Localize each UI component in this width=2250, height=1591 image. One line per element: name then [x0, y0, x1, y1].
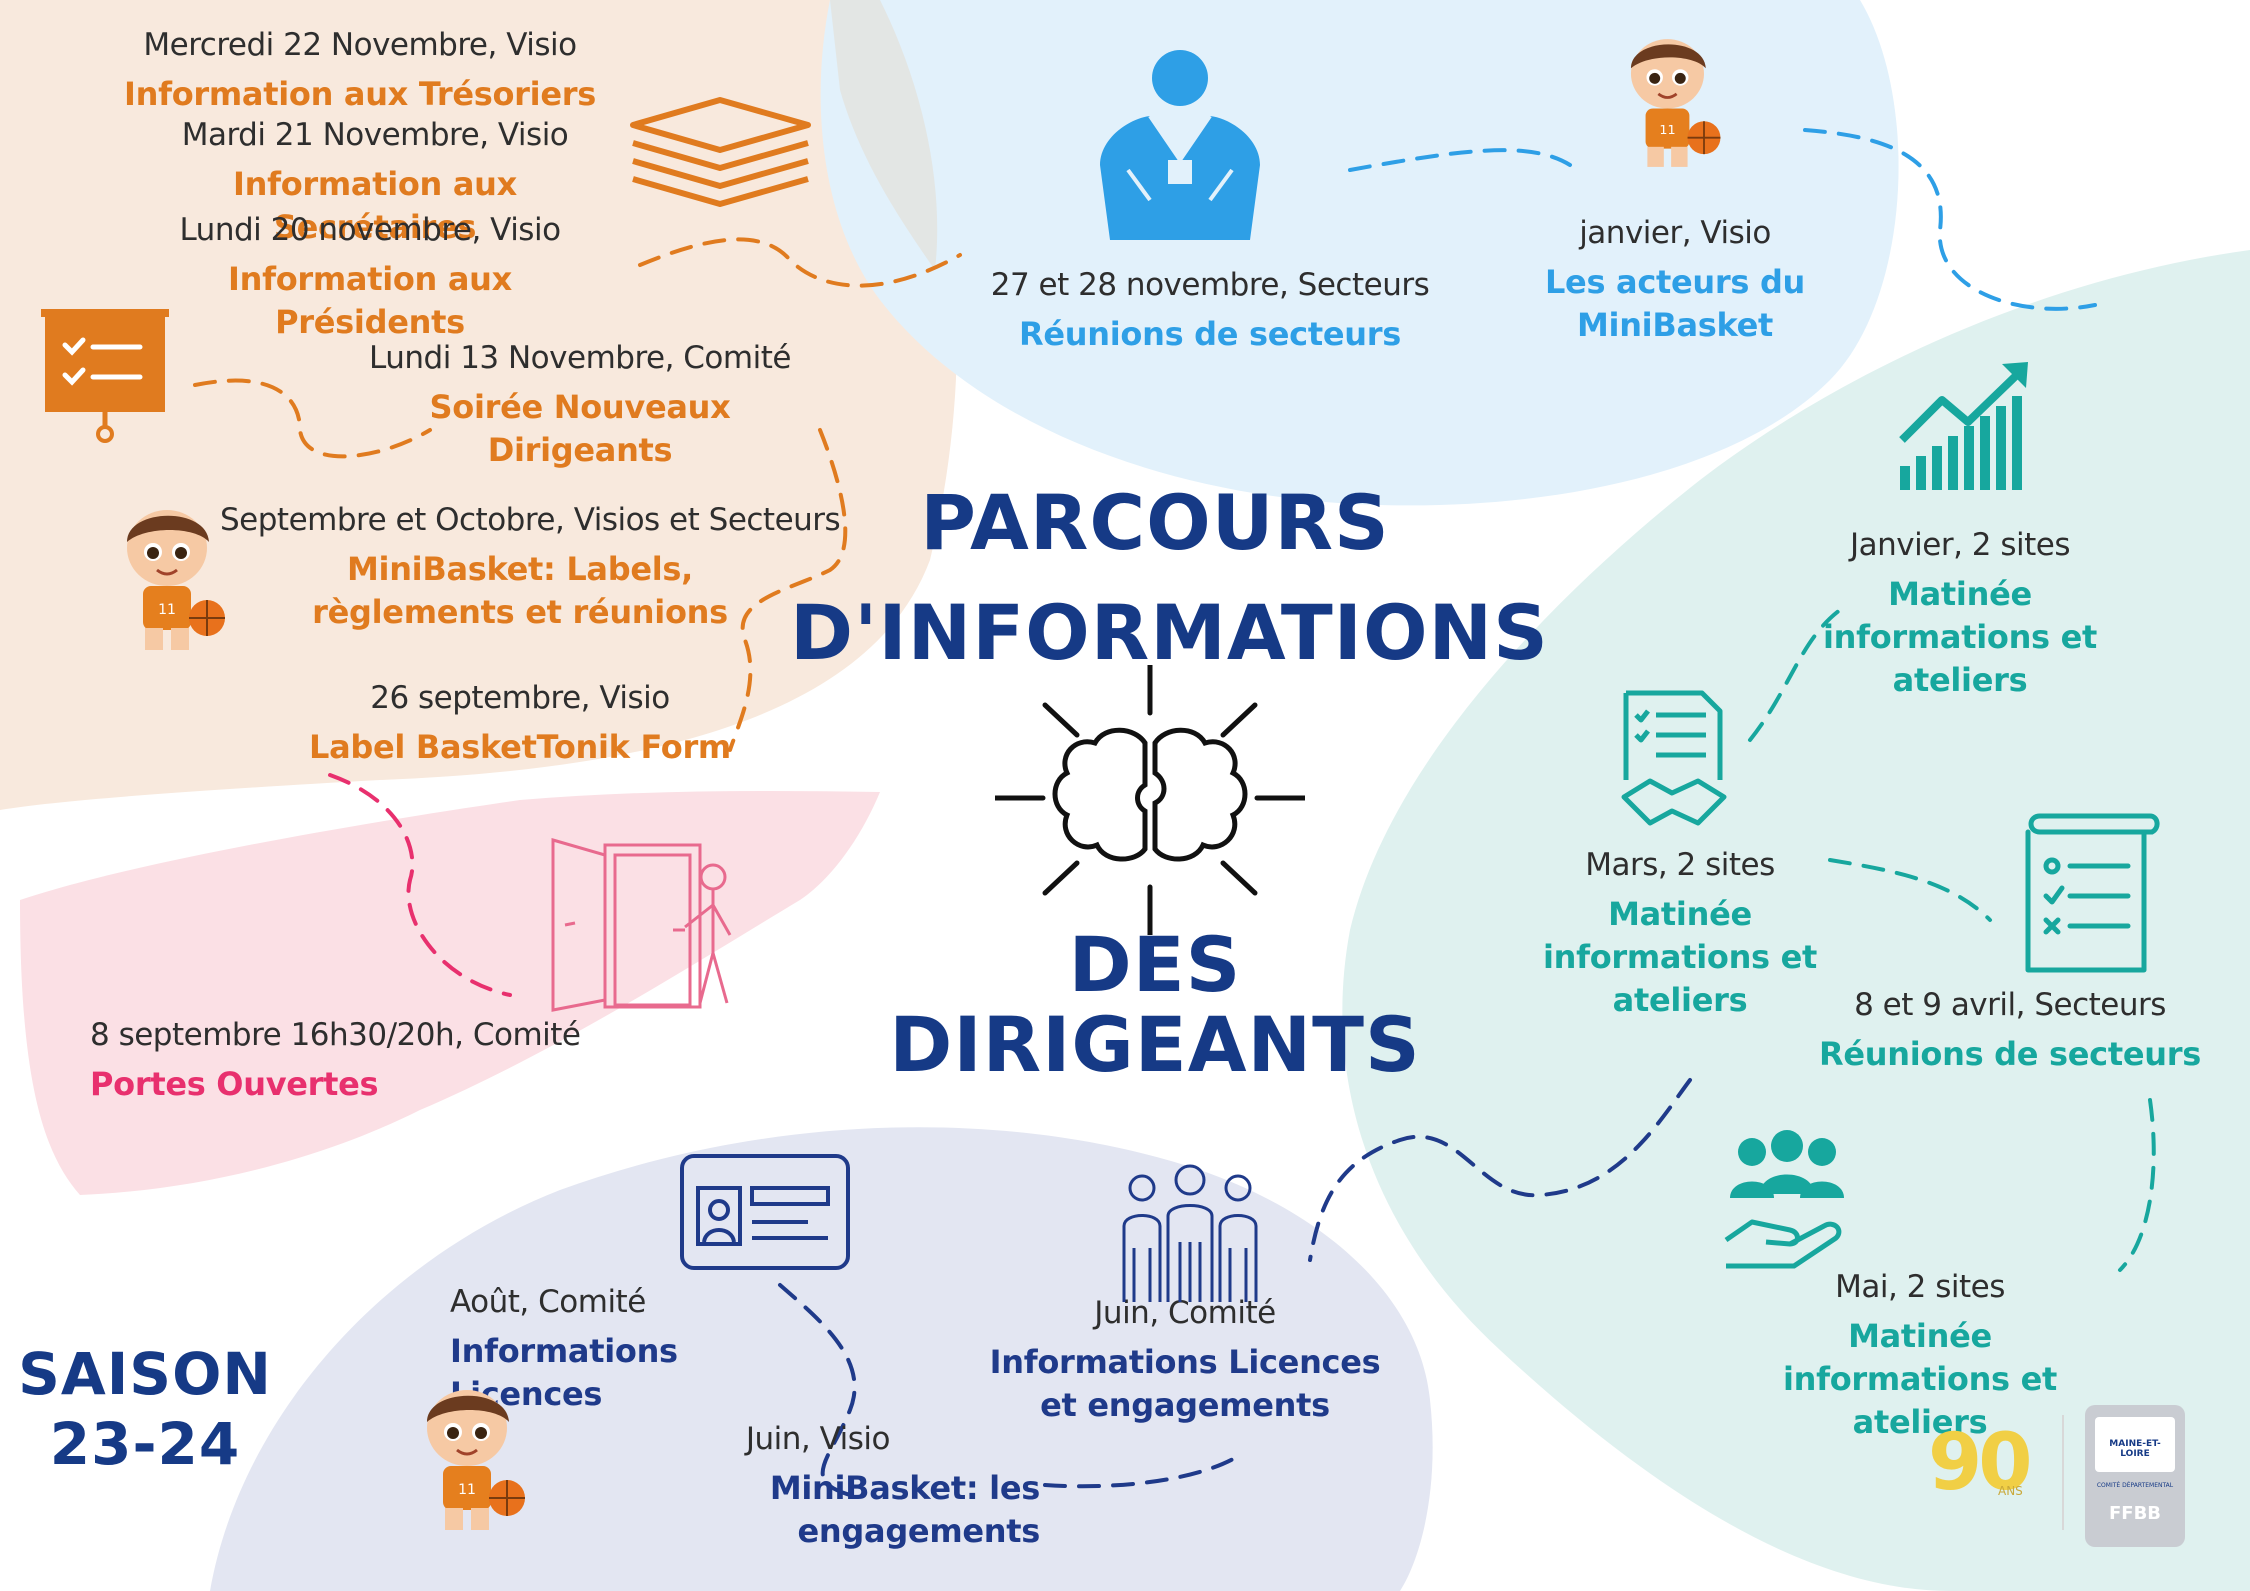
event-title: Matinée informations et ateliers — [1542, 895, 1818, 1020]
contract-handshake-icon — [1621, 690, 1727, 826]
mascot-icon: 11 — [1630, 39, 1721, 167]
path-orange-3 — [728, 428, 848, 752]
event-title: Information aux Trésoriers — [124, 75, 596, 113]
svg-text:11: 11 — [458, 1482, 476, 1498]
main-title-line4: DIRIGEANTS — [889, 1000, 1421, 1089]
anniversary-label: ANS — [1998, 1484, 2023, 1498]
event-reunions-avril: 8 et 9 avril, Secteurs Réunions de secte… — [1790, 990, 2230, 1076]
event-date: Juin, Comité — [1094, 1295, 1276, 1331]
anniversary-logo: 90 ANS — [1928, 1418, 2033, 1514]
checklist-icon — [2025, 813, 2160, 973]
event-matinee-mai: Mai, 2 sites Matinée informations et ate… — [1700, 1272, 2140, 1445]
event-title: Information aux Présidents — [227, 260, 512, 342]
event-title: Label BasketTonik Form — [309, 728, 731, 766]
event-title: Soirée Nouveaux Dirigeants — [429, 388, 731, 470]
event-matinee-janvier: Janvier, 2 sites Matinée informations et… — [1740, 530, 2180, 703]
event-date: Août, Comité — [450, 1284, 646, 1320]
event-date: 8 septembre 16h30/20h, Comité — [90, 1017, 581, 1053]
path-blue-2 — [1803, 128, 2097, 311]
main-title-line3: DES — [1068, 920, 1242, 1009]
event-title: Portes Ouvertes — [90, 1065, 379, 1103]
event-nouveaux: Lundi 13 Novembre, Comité Soirée Nouveau… — [340, 343, 820, 472]
event-title: MiniBasket: les engagements — [769, 1469, 1040, 1551]
blob-navy — [210, 1127, 1433, 1591]
event-title: Les acteurs du MiniBasket — [1544, 263, 1806, 345]
federation-name: FFBB — [2108, 1503, 2162, 1524]
event-basketonik: 26 septembre, Visio Label BasketTonik Fo… — [300, 683, 740, 769]
blob-blue — [820, 0, 1899, 506]
mascot-icon: 11 — [427, 1390, 525, 1530]
event-title: Réunions de secteurs — [1819, 1035, 2201, 1073]
event-date: Septembre et Octobre, Visios et Secteurs — [220, 502, 841, 538]
season-line2: 23-24 — [49, 1410, 241, 1478]
event-date: 26 septembre, Visio — [370, 680, 670, 716]
event-title: MiniBasket: Labels, règlements et réunio… — [312, 550, 728, 632]
path-teal-1 — [1748, 608, 1842, 742]
mascot-icon: 11 — [127, 510, 225, 650]
event-minibasket-labels: Septembre et Octobre, Visios et Secteurs… — [220, 502, 841, 634]
logo-separator — [2062, 1415, 2064, 1530]
path-blue-1 — [1348, 148, 1572, 172]
event-tresoriers: Mercredi 22 Novembre, Visio Information … — [110, 30, 610, 116]
event-title: Réunions de secteurs — [1019, 315, 1401, 353]
event-date: Mars, 2 sites — [1585, 847, 1775, 883]
event-title: Matinée informations et ateliers — [1822, 575, 2098, 700]
event-engagements: Juin, Visio MiniBasket: les engagements — [540, 1424, 1040, 1553]
community-care-icon — [1724, 1130, 1844, 1269]
event-acteurs: janvier, Visio Les acteurs du MiniBasket — [1455, 218, 1895, 347]
event-date: Mercredi 22 Novembre, Visio — [143, 27, 577, 63]
event-date: Lundi 13 Novembre, Comité — [369, 340, 791, 376]
event-date: Mai, 2 sites — [1835, 1269, 2005, 1305]
event-presidents: Lundi 20 novembre, Visio Information aux… — [130, 215, 610, 344]
anniversary-number: 90 — [1928, 1418, 2033, 1508]
stack-icon — [630, 97, 811, 207]
comite-name: MAINE-ET-LOIRE — [2109, 1439, 2161, 1459]
door-icon — [551, 838, 732, 1012]
comite-sub: COMITÉ DÉPARTEMENTAL — [2096, 1482, 2174, 1489]
event-reunions-nov: 27 et 28 novembre, Secteurs Réunions de … — [990, 270, 1430, 356]
presentation-board-icon — [41, 309, 169, 443]
event-title: Matinée informations et ateliers — [1782, 1317, 2058, 1442]
main-title-line1: PARCOURS — [920, 478, 1390, 567]
event-date: Janvier, 2 sites — [1850, 527, 2071, 563]
path-navy-1 — [1308, 1078, 1692, 1262]
brain-icon — [995, 665, 1305, 935]
svg-text:11: 11 — [158, 602, 176, 618]
blob-grey-overlap — [830, 0, 938, 270]
event-title: Informations Licences et engagements — [989, 1343, 1381, 1425]
event-date: Mardi 21 Novembre, Visio — [181, 117, 569, 153]
team-icon — [1122, 1164, 1258, 1302]
event-date: janvier, Visio — [1579, 215, 1771, 251]
blob-teal — [1342, 250, 2250, 1591]
event-date: 8 et 9 avril, Secteurs — [1854, 987, 2166, 1023]
main-title-line2: D'INFORMATIONS — [790, 588, 1549, 677]
id-card-icon — [680, 1154, 850, 1270]
comite-logo: MAINE-ET-LOIRE COMITÉ DÉPARTEMENTAL FFBB — [2085, 1405, 2185, 1547]
user-badge-icon — [1100, 50, 1260, 240]
comite-crest: MAINE-ET-LOIRE — [2095, 1417, 2175, 1472]
season-line1: SAISON — [18, 1340, 272, 1408]
path-teal-3 — [2118, 1098, 2156, 1272]
path-pink — [328, 773, 512, 997]
event-date: 27 et 28 novembre, Secteurs — [990, 267, 1430, 303]
event-secretaires: Mardi 21 Novembre, Visio Information aux… — [130, 120, 620, 249]
path-teal-2 — [1828, 858, 1992, 922]
svg-text:11: 11 — [1659, 123, 1675, 138]
event-title: Information aux Secrétaires — [232, 165, 517, 247]
event-matinee-mars: Mars, 2 sites Matinée informations et at… — [1460, 850, 1900, 1023]
event-portes: 8 septembre 16h30/20h, Comité Portes Ouv… — [90, 1017, 581, 1106]
path-navy-3 — [1043, 1453, 1242, 1489]
event-licences-juin: Juin, Comité Informations Licences et en… — [975, 1298, 1395, 1427]
event-date: Lundi 20 novembre, Visio — [179, 212, 561, 248]
path-navy-2 — [778, 1283, 857, 1497]
growth-chart-icon — [1899, 362, 2028, 490]
blob-pink — [20, 790, 880, 1195]
event-date: Juin, Visio — [745, 1421, 891, 1457]
